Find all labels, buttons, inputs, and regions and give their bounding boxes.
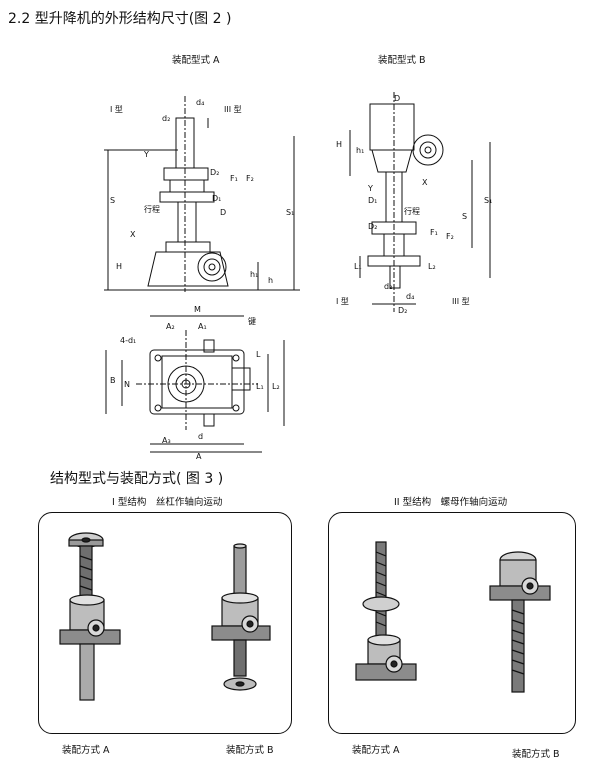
illustration-i-a (59, 532, 121, 701)
label-d2-b: d₂ (384, 282, 393, 291)
label-d: d (198, 432, 204, 441)
label-h-a: h (268, 276, 274, 285)
caption-assembly-a: 装配型式 A (172, 55, 220, 66)
fig3-panel-type-ii (328, 512, 576, 734)
label-N: N (124, 380, 130, 389)
label-type-i-b: I 型 (336, 297, 349, 306)
label-M: M (194, 305, 201, 314)
label-h1-b: h₁ (356, 146, 365, 155)
label-d4-b: d₄ (406, 292, 415, 301)
label-S1-b: S₁ (484, 196, 493, 205)
fig3-group1-title: I 型结构 丝杠作轴向运动 (112, 497, 223, 508)
drawing-assembly-a (104, 96, 300, 292)
label-H-a: H (116, 262, 123, 271)
fig3-panel-type-i (38, 512, 292, 734)
label-F2-a: F₂ (246, 174, 254, 183)
label-L: L (256, 350, 261, 359)
label-D2-bottom-b: D₂ (398, 306, 408, 315)
illustration-i-b (211, 543, 271, 691)
label-D2-b: D₂ (368, 222, 378, 231)
label-D-b: D (394, 94, 401, 103)
drawing-assembly-b (349, 92, 491, 312)
label-A1: A₁ (198, 322, 207, 331)
label-stroke-b: 行程 (404, 207, 420, 216)
label-F1-b: F₁ (430, 228, 438, 237)
label-h1-a: h₁ (250, 270, 259, 279)
fig2-heading: 2.2 型升降机的外形结构尺寸(图 2 ) (8, 11, 232, 27)
label-A2: A₂ (166, 322, 175, 331)
label-d4-a: d₄ (196, 98, 205, 107)
label-B: B (110, 376, 116, 385)
label-X-a: X (130, 230, 136, 239)
caption-assembly-b: 装配型式 B (378, 55, 426, 66)
fig3-caption-i-a: 装配方式 A (62, 745, 110, 756)
label-L2: L₂ (272, 382, 280, 391)
label-L1: L₁ (256, 382, 264, 391)
label-X-b: X (422, 178, 428, 187)
label-type-iii-b: III 型 (452, 297, 470, 306)
label-A: A (196, 452, 202, 461)
label-A3: A₃ (162, 436, 171, 445)
label-type-iii-a: III 型 (224, 105, 242, 114)
fig3-caption-i-b: 装配方式 B (226, 745, 274, 756)
label-L1-b: L₁ (354, 262, 362, 271)
label-F1-a: F₁ (230, 174, 238, 183)
label-key: 键 (248, 317, 256, 326)
label-S-b: S (462, 212, 468, 221)
label-D2-a: D₂ (210, 168, 220, 177)
fig3-heading: 结构型式与装配方式( 图 3 ) (50, 471, 224, 487)
illustration-ii-a (355, 541, 417, 681)
label-L2-b: L₂ (428, 262, 436, 271)
label-D1-a: D₁ (212, 194, 222, 203)
fig3-caption-ii-b: 装配方式 B (512, 749, 560, 760)
fig3-group2-title: II 型结构 螺母作轴向运动 (394, 497, 508, 508)
illustration-ii-b (489, 551, 551, 693)
drawing-top-view (105, 315, 285, 453)
label-4-d1: 4-d₁ (120, 336, 137, 345)
label-Y-b: Y (368, 184, 373, 193)
label-H-b: H (336, 140, 343, 149)
label-stroke-a: 行程 (144, 205, 160, 214)
label-S-a: S (110, 196, 116, 205)
label-F2-b: F₂ (446, 232, 454, 241)
label-Y-a: Y (144, 150, 149, 159)
fig3-caption-ii-a: 装配方式 A (352, 745, 400, 756)
label-S1-a: S₁ (286, 208, 295, 217)
label-D1-b: D₁ (368, 196, 378, 205)
label-d2-a: d₂ (162, 114, 171, 123)
label-type-i-a: I 型 (110, 105, 123, 114)
label-D-a: D (220, 208, 227, 217)
